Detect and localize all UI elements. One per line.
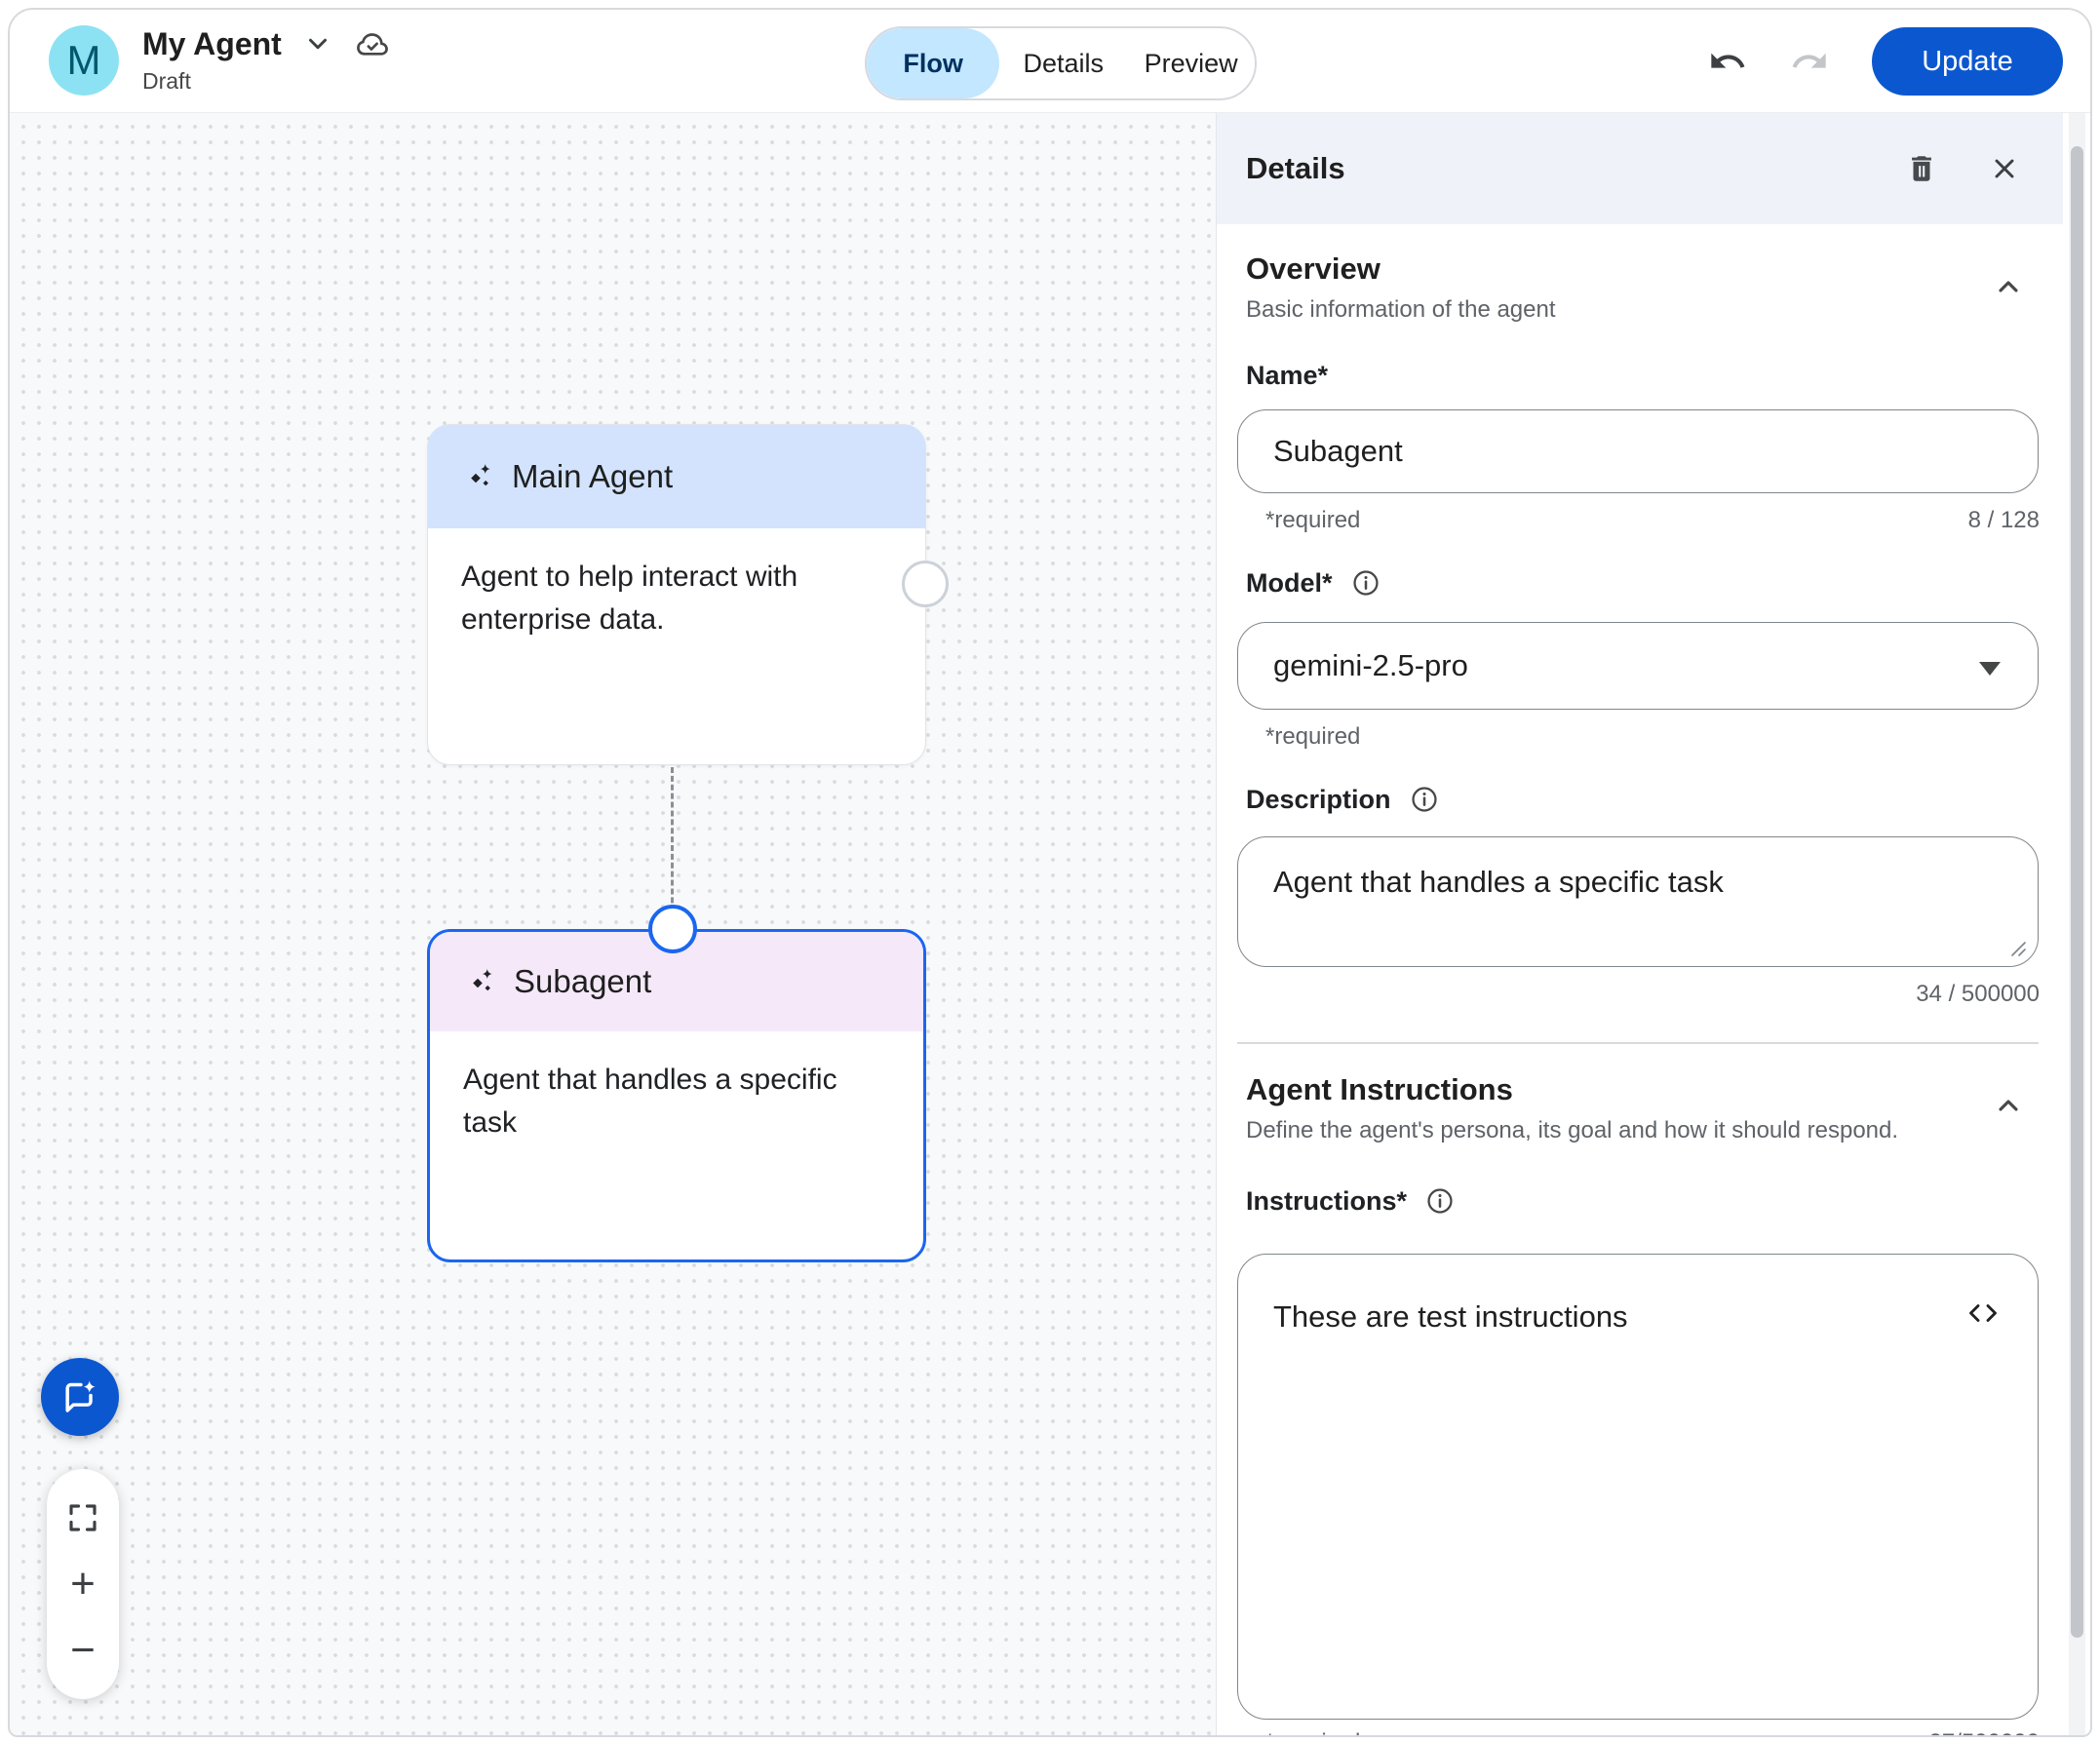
description-field: Agent that handles a specific task	[1237, 836, 2039, 967]
instructions-char-counter: 27/500000	[1929, 1729, 2040, 1735]
collapse-instructions-button[interactable]	[1993, 1090, 2024, 1121]
node-main-agent[interactable]: Main Agent Agent to help interact with e…	[427, 424, 926, 765]
details-panel: Details Overview Basic information of th…	[1216, 113, 2090, 1735]
panel-scrollbar-thumb[interactable]	[2071, 146, 2083, 1638]
top-header: M My Agent Draft Flow Details Preview	[10, 10, 2090, 113]
details-panel-header: Details	[1217, 113, 2063, 224]
cloud-saved-icon	[354, 25, 391, 62]
delete-node-button[interactable]	[1905, 152, 1938, 185]
code-view-icon[interactable]	[1964, 1294, 2003, 1333]
canvas-zoom-toolbar: + −	[47, 1469, 119, 1699]
zoom-in-button[interactable]: +	[59, 1561, 106, 1607]
tab-preview[interactable]: Preview	[1144, 48, 1238, 78]
instructions-textarea[interactable]: These are test instructions	[1238, 1255, 2038, 1719]
agent-builder-window: M My Agent Draft Flow Details Preview	[8, 8, 2092, 1737]
model-select[interactable]: gemini-2.5-pro	[1237, 622, 2039, 710]
panel-scrollbar	[2069, 113, 2085, 1735]
sparkle-icon	[463, 964, 498, 999]
agent-name-title: My Agent	[142, 25, 282, 61]
model-label: Model*	[1246, 567, 1333, 598]
view-tabs: Flow Details Preview	[865, 26, 1257, 100]
description-label: Description	[1246, 784, 1391, 814]
node-subagent[interactable]: Subagent Agent that handles a specific t…	[427, 929, 926, 1262]
main-agent-output-port[interactable]	[902, 561, 949, 607]
subagent-input-port[interactable]	[648, 905, 697, 953]
node-main-agent-header: Main Agent	[428, 425, 925, 528]
instructions-required-note: *required	[1265, 1729, 1360, 1735]
tab-details[interactable]: Details	[1023, 48, 1105, 78]
sparkle-icon	[461, 459, 496, 494]
instructions-field: These are test instructions	[1237, 1254, 2039, 1720]
resize-handle-icon[interactable]	[2004, 935, 2028, 958]
agent-instructions-heading: Agent Instructions	[1246, 1072, 1513, 1106]
flow-canvas[interactable]: Main Agent Agent to help interact with e…	[10, 113, 1216, 1735]
name-label: Name*	[1246, 361, 1329, 390]
redo-button[interactable]	[1790, 42, 1829, 81]
model-selected-value: gemini-2.5-pro	[1273, 648, 1468, 682]
section-divider	[1237, 1042, 2039, 1044]
overview-heading: Overview	[1246, 252, 1381, 286]
info-icon[interactable]	[1424, 1185, 1456, 1217]
agent-connection-edge	[671, 767, 674, 929]
chevron-down-icon[interactable]	[303, 29, 332, 58]
fit-screen-button[interactable]	[59, 1494, 106, 1541]
name-field	[1237, 409, 2039, 493]
instructions-label: Instructions*	[1246, 1185, 1408, 1216]
description-textarea[interactable]: Agent that handles a specific task	[1238, 837, 2038, 966]
agent-title-group: My Agent Draft	[142, 25, 391, 95]
agent-instructions-subheading: Define the agent's persona, its goal and…	[1246, 1117, 1899, 1143]
name-input[interactable]	[1238, 410, 2038, 492]
tab-flow[interactable]: Flow	[867, 28, 1000, 98]
undo-button[interactable]	[1708, 42, 1747, 81]
panel-title: Details	[1246, 151, 1345, 185]
draft-status-label: Draft	[142, 68, 191, 94]
zoom-out-button[interactable]: −	[59, 1627, 106, 1674]
node-title: Subagent	[514, 963, 652, 999]
node-title: Main Agent	[512, 458, 674, 494]
collapse-overview-button[interactable]	[1993, 271, 2024, 302]
chat-assist-button[interactable]	[41, 1358, 119, 1436]
info-icon[interactable]	[1409, 784, 1440, 815]
close-panel-button[interactable]	[1989, 153, 2020, 184]
name-char-counter: 8 / 128	[1967, 507, 2040, 533]
info-icon[interactable]	[1350, 567, 1381, 599]
overview-subheading: Basic information of the agent	[1246, 296, 1556, 323]
agent-avatar: M	[49, 25, 119, 96]
update-button[interactable]: Update	[1872, 27, 2063, 96]
dropdown-arrow-icon	[1979, 662, 2001, 676]
description-char-counter: 34 / 500000	[1916, 981, 2040, 1007]
model-required-note: *required	[1265, 723, 1361, 750]
node-description: Agent that handles a specific task	[463, 1064, 837, 1139]
name-required-note: *required	[1265, 507, 1361, 533]
node-description: Agent to help interact with enterprise d…	[461, 561, 798, 636]
